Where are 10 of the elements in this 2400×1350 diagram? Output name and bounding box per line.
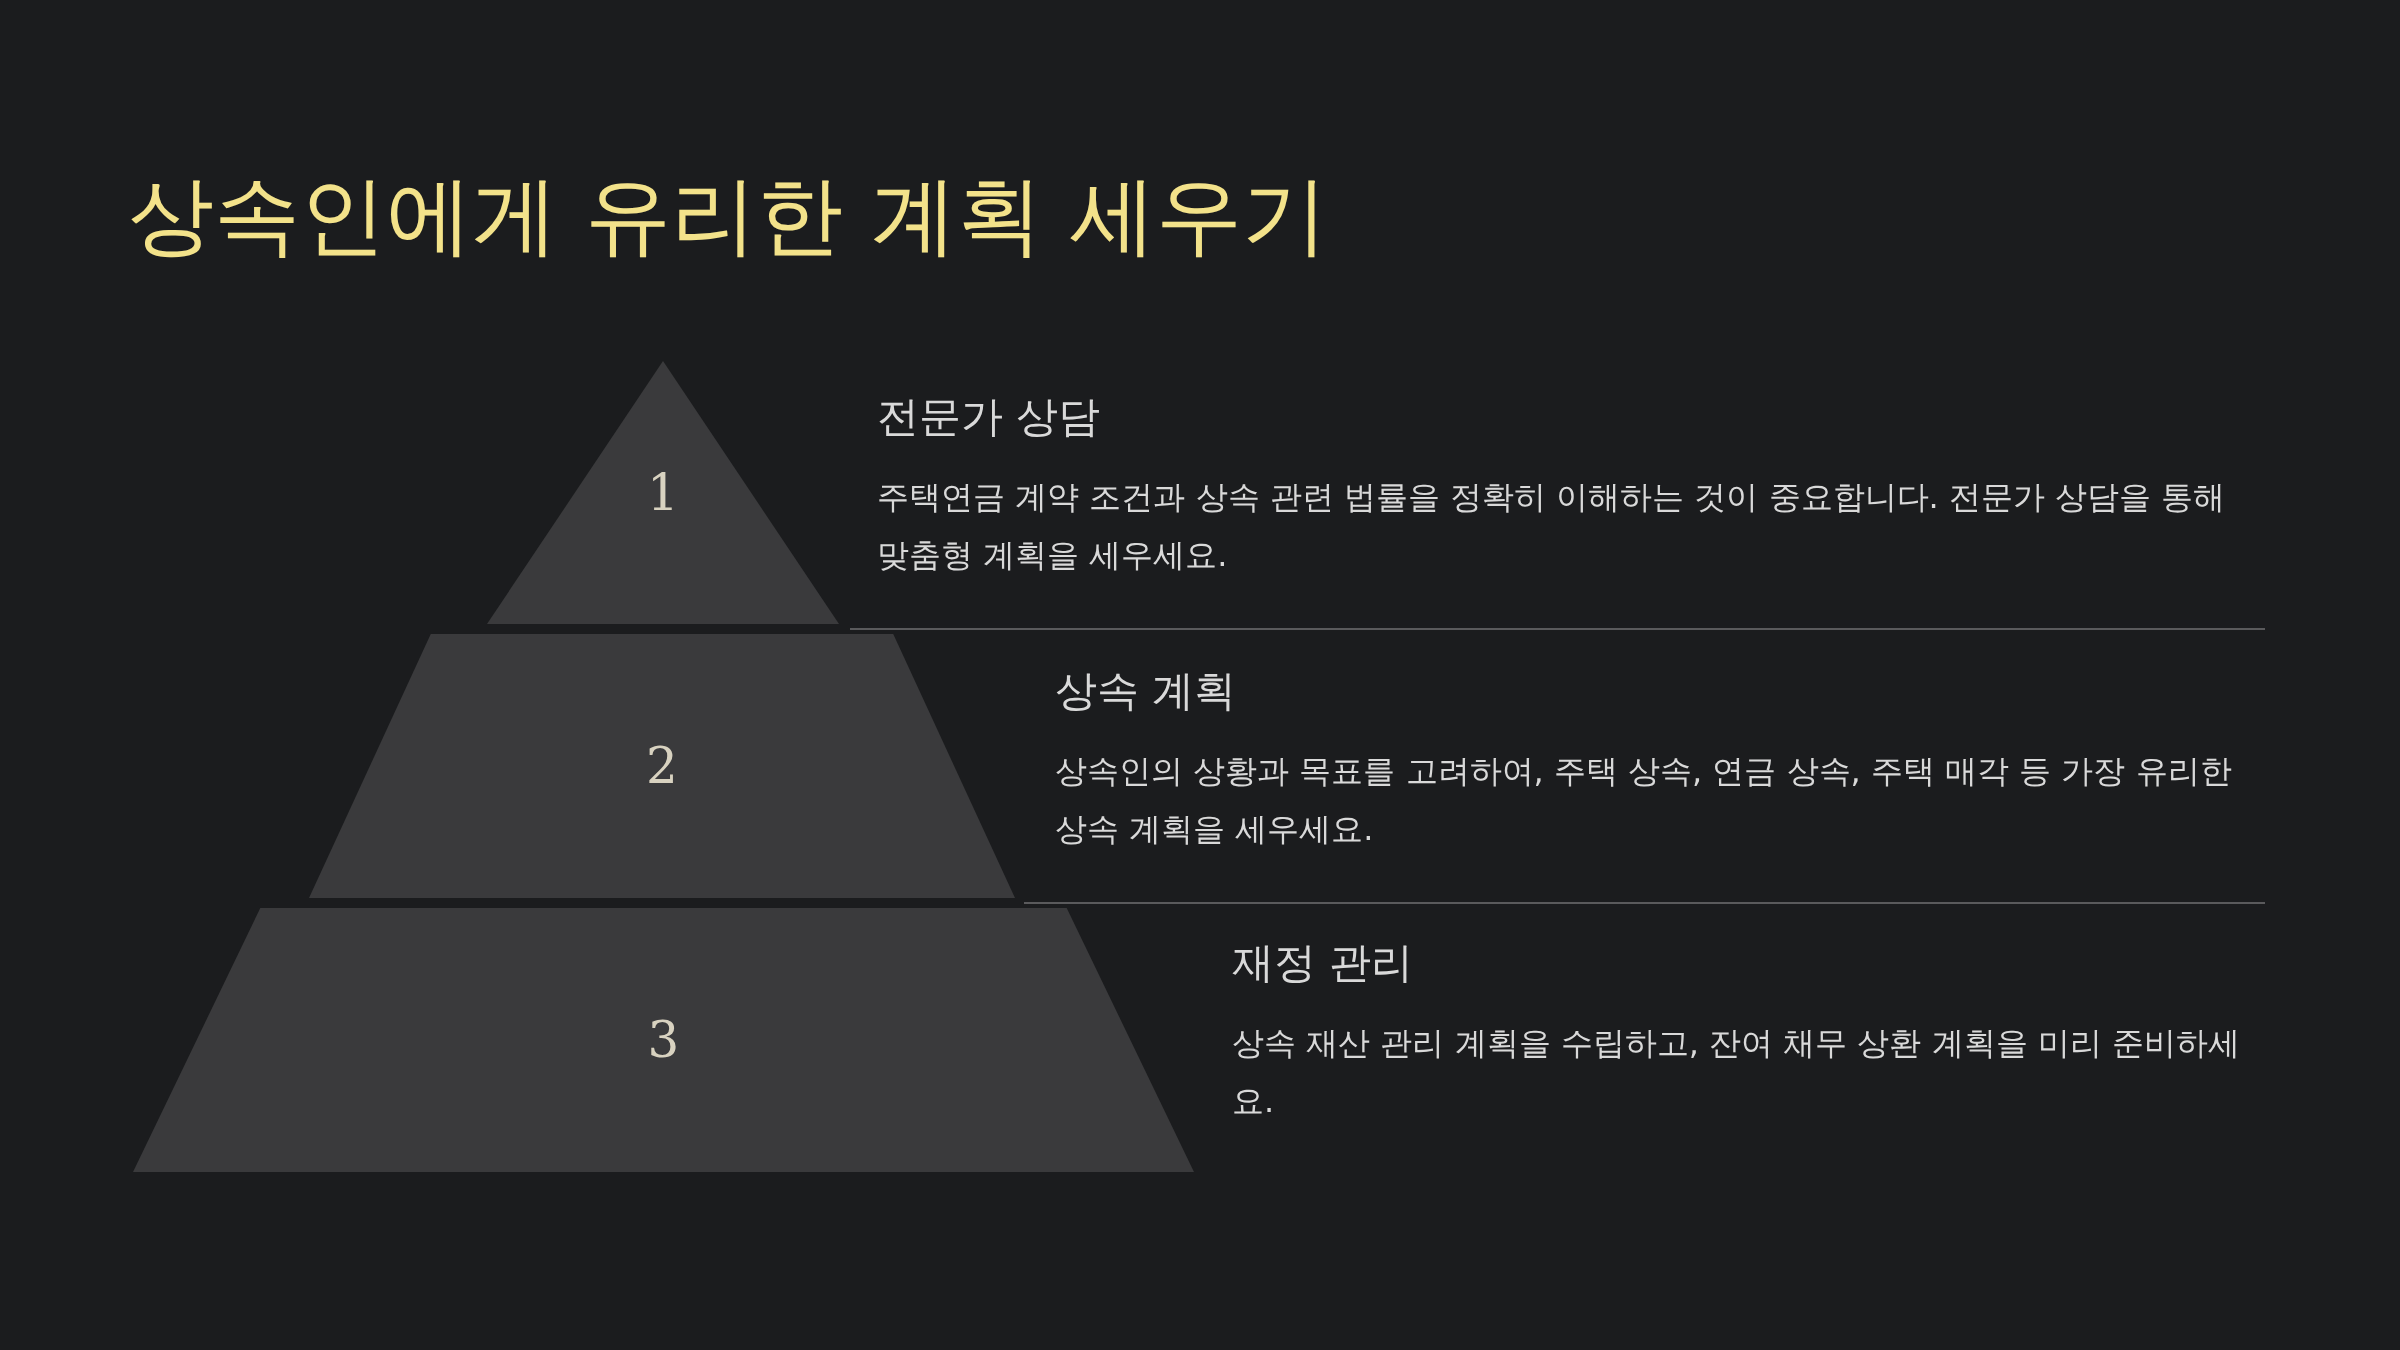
description-text: 주택연금 계약 조건과 상속 관련 법률을 정확히 이해하는 것이 중요합니다. 전문가 상담을 통해 맞춤형 계획을 세우세요. [877,477,2227,577]
section-heading: 상속 계획 [1055,666,1237,717]
tier-number: 1 [647,463,679,522]
description-text: 상속 재산 관리 계획을 수립하고, 잔여 채무 상환 계획을 미리 준비하세요. [1232,1023,2241,1123]
section-heading: 전문가 상담 [877,392,1101,443]
tier-number: 3 [647,1011,680,1069]
description-text: 상속인의 상황과 목표를 고려하여, 주택 상속, 연금 상속, 주택 매각 등 가장 유리한 상속 계획을 세우세요. [1055,751,2233,851]
title: 상속인에게 유리한 계획 세우기 [128,168,1328,263]
section-heading: 재정 관리 [1232,938,1414,989]
tier-number: 2 [646,737,678,795]
